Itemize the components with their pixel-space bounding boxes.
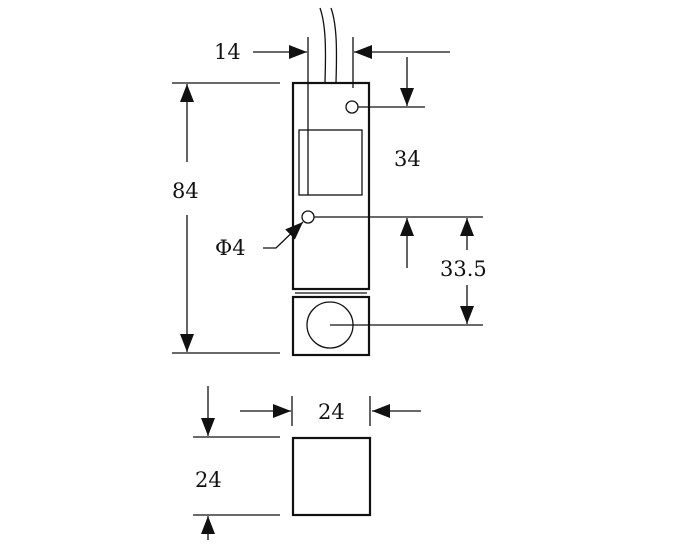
sensor-body — [291, 81, 371, 357]
dim-label-33.5: 33.5 — [440, 257, 487, 281]
hole-leader-arrow — [263, 221, 304, 249]
cable-wires — [319, 7, 338, 83]
dim-label-34: 34 — [394, 147, 421, 171]
dim-label-phi4: Φ4 — [215, 236, 246, 260]
dim-label-14: 14 — [214, 40, 241, 64]
lower-hole — [301, 210, 315, 224]
dim-label-base-width: 24 — [318, 400, 345, 424]
dim-label-84: 84 — [172, 179, 199, 203]
base-square-view — [291, 436, 372, 517]
top-hole — [345, 100, 359, 114]
dim-label-base-depth: 24 — [195, 468, 222, 492]
